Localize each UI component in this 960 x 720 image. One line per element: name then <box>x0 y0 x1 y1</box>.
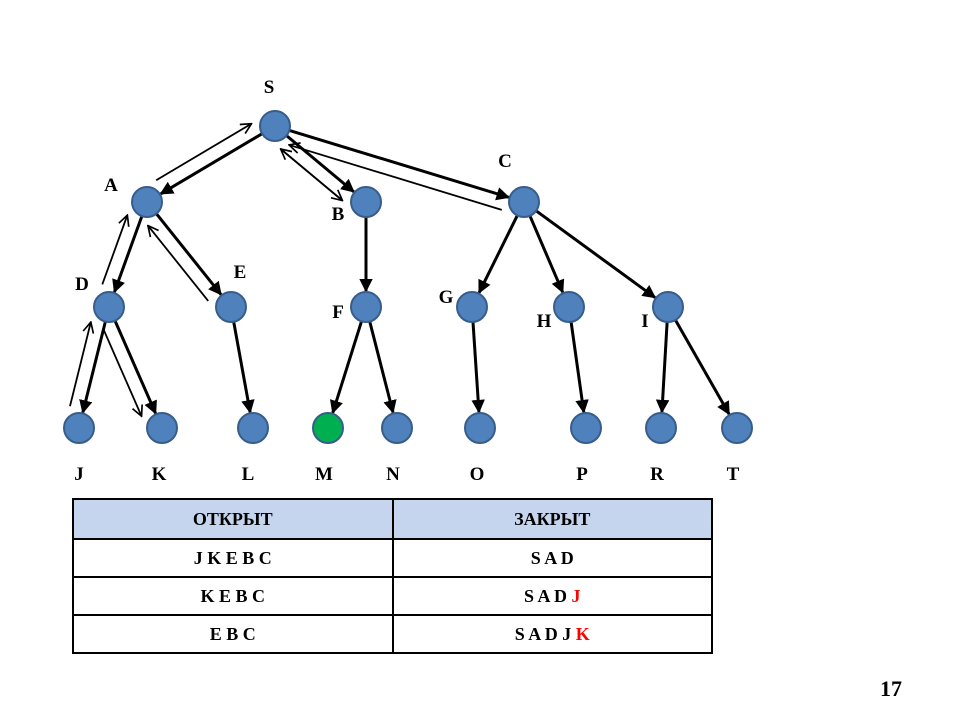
closed-list-text: S A D <box>530 547 574 568</box>
open-list-header: ОТКРЫТ <box>72 498 394 540</box>
closed-list-cell: S A D J K <box>391 614 713 654</box>
table-row: K E B C S A D J <box>72 576 713 616</box>
node-label-d: D <box>75 274 89 295</box>
node-label-j: J <box>74 464 84 485</box>
node-a <box>131 186 163 218</box>
trace-arrow-j-d <box>69 322 91 407</box>
node-label-c: C <box>498 151 512 172</box>
node-p <box>570 412 602 444</box>
node-o <box>464 412 496 444</box>
edge-d-j <box>79 321 107 414</box>
edge-f-n <box>368 321 397 414</box>
node-l <box>237 412 269 444</box>
node-r <box>645 412 677 444</box>
edge-e-l <box>232 321 255 414</box>
node-labels: S A B C D E F G H I J K L M N O P R T <box>74 77 739 485</box>
tree-nodes <box>63 110 753 444</box>
node-label-h: H <box>537 311 552 332</box>
tree-edges <box>79 128 731 416</box>
node-label-l: L <box>242 464 255 485</box>
open-list-cell: E B C <box>72 614 394 654</box>
node-label-e: E <box>234 262 247 283</box>
trace-arrow-a-s <box>155 124 251 182</box>
node-label-o: O <box>470 464 485 485</box>
edge-c-i <box>535 209 657 299</box>
edge-f-m <box>329 320 363 415</box>
table-row: E B C S A D J K <box>72 614 713 654</box>
traversal-arrows <box>69 124 503 417</box>
node-label-f: F <box>332 302 344 323</box>
node-h <box>553 291 585 323</box>
closed-list-new-item: J <box>571 585 581 606</box>
node-t <box>721 412 753 444</box>
open-list-cell: J K E B C <box>72 538 394 578</box>
edge-d-k <box>113 320 157 415</box>
closed-list-text: S A D <box>523 585 568 606</box>
node-label-r: R <box>650 464 664 485</box>
node-f <box>350 291 382 323</box>
node-label-i: I <box>641 311 648 332</box>
edge-a-e <box>155 212 223 296</box>
node-e <box>215 291 247 323</box>
table-row: J K E B C S A D <box>72 538 713 578</box>
node-label-k: K <box>152 464 167 485</box>
closed-list-cell: S A D J <box>391 576 713 616</box>
node-d <box>93 291 125 323</box>
closed-list-header: ЗАКРЫТ <box>391 498 713 540</box>
edge-a-d <box>112 215 144 294</box>
node-label-g: G <box>439 287 454 308</box>
edge-g-o <box>471 321 485 414</box>
node-label-p: P <box>576 464 588 485</box>
open-list-cell: K E B C <box>72 576 394 616</box>
table-header-row: ОТКРЫТ ЗАКРЫТ <box>72 498 713 540</box>
node-s <box>259 110 291 142</box>
closed-list-text: S A D J <box>514 623 572 644</box>
node-label-t: T <box>727 464 740 485</box>
open-closed-table: ОТКРЫТ ЗАКРЫТ J K E B C S A D K E B C S … <box>72 498 713 654</box>
edge-h-p <box>569 321 589 414</box>
edge-c-h <box>528 215 565 294</box>
edge-s-c <box>288 128 510 201</box>
closed-list-new-item: K <box>575 623 590 644</box>
node-k <box>146 412 178 444</box>
node-label-n: N <box>386 464 400 485</box>
trace-arrow-e-a <box>148 226 209 302</box>
node-m <box>312 412 344 444</box>
trace-arrow-d-k <box>102 329 142 416</box>
node-n <box>381 412 413 444</box>
trace-arrow-b-s <box>281 149 344 202</box>
node-j <box>63 412 95 444</box>
node-b <box>350 186 382 218</box>
edge-i-r <box>655 321 670 414</box>
edge-s-a <box>159 132 263 196</box>
node-i <box>652 291 684 323</box>
closed-list-cell: S A D <box>391 538 713 578</box>
trace-arrow-c-s <box>289 145 503 211</box>
page-number: 17 <box>880 676 902 701</box>
node-c <box>508 186 540 218</box>
node-g <box>456 291 488 323</box>
node-label-m: M <box>315 464 333 485</box>
search-tree-diagram: S A B C D E F G H I J K L M N O P R T <box>63 77 753 485</box>
node-label-b: B <box>332 204 345 225</box>
edge-i-t <box>674 319 731 416</box>
node-label-s: S <box>264 77 275 98</box>
node-label-a: A <box>104 175 118 196</box>
edge-c-g <box>477 214 519 294</box>
edge-s-b <box>285 134 355 193</box>
trace-arrow-d-a <box>101 215 127 285</box>
